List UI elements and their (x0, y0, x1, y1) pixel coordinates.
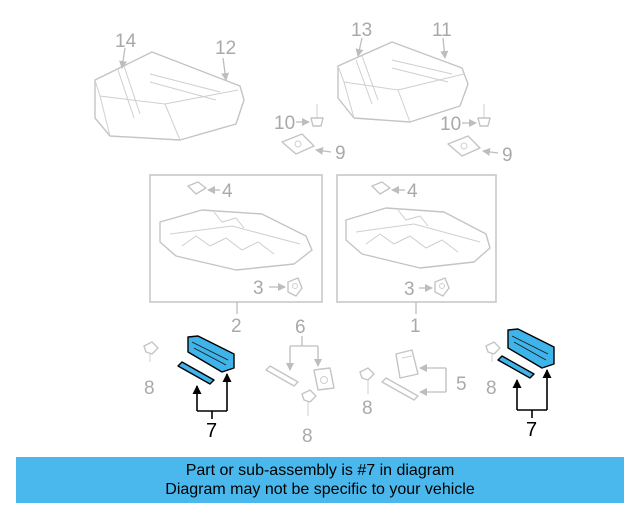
callout-3-right: 3 (404, 279, 415, 300)
callout-3-left: 3 (253, 278, 264, 299)
info-banner: Part or sub-assembly is #7 in diagram Di… (16, 457, 624, 503)
callout-7-right: 7 (526, 419, 537, 441)
callout-8-c: 8 (362, 398, 373, 419)
bolt-10-left (310, 104, 324, 127)
callout-6: 6 (295, 317, 306, 338)
bracket-6 (313, 367, 335, 391)
callout-9-left: 9 (335, 143, 346, 164)
pin-8-a (143, 341, 159, 362)
trim-strip-6 (265, 365, 299, 387)
highlighted-cover-7-right (507, 328, 555, 369)
hook-9-right (447, 135, 481, 157)
frame-box-2 (149, 174, 323, 303)
callout-9-right: 9 (502, 145, 513, 166)
banner-line-1: Part or sub-assembly is #7 in diagram (185, 462, 455, 479)
grommet-3-left (287, 277, 303, 297)
leader-12 (221, 57, 230, 81)
callout-8-d: 8 (486, 378, 497, 399)
callout-11: 11 (432, 20, 452, 41)
right-seat-cushion (337, 41, 469, 123)
left-seat-cushion (94, 51, 245, 141)
callout-12: 12 (215, 38, 236, 59)
callout-13: 13 (351, 20, 372, 41)
highlighted-cover-7-left (187, 335, 235, 373)
leader-14 (119, 47, 127, 69)
highlighted-strip-7-right (497, 355, 535, 379)
callout-7-left: 7 (206, 420, 217, 442)
highlighted-strip-7-left (177, 361, 215, 385)
callout-10-right: 10 (440, 114, 461, 135)
callout-4-left: 4 (222, 181, 233, 202)
pin-8-d (485, 341, 501, 362)
hook-9-left (281, 133, 315, 155)
grommet-3-right (434, 277, 450, 297)
pin-8-b (301, 389, 317, 416)
banner-line-2: Diagram may not be specific to your vehi… (165, 481, 475, 498)
callout-8-a: 8 (144, 378, 155, 399)
pin-8-c (359, 367, 375, 394)
callout-5: 5 (456, 374, 467, 395)
callout-4-right: 4 (407, 181, 418, 202)
parts-diagram: 14 12 13 11 10 9 10 9 (94, 20, 555, 447)
callout-1: 1 (410, 316, 421, 337)
leader-13 (355, 37, 364, 57)
seat-frame-right (345, 207, 491, 269)
callout-2: 2 (231, 316, 242, 337)
cover-panel-5 (395, 349, 419, 379)
trim-strip-5 (381, 377, 419, 401)
callout-14: 14 (115, 31, 137, 52)
callout-8-b: 8 (302, 426, 313, 447)
seat-frame-left (159, 209, 313, 271)
clip-4-left (187, 181, 207, 195)
leader-9-left (315, 146, 332, 155)
clip-4-right (371, 181, 391, 195)
leader-11 (440, 37, 449, 59)
leader-9-right (482, 147, 499, 156)
callout-10-left: 10 (274, 113, 295, 134)
bolt-10-right (477, 104, 491, 127)
